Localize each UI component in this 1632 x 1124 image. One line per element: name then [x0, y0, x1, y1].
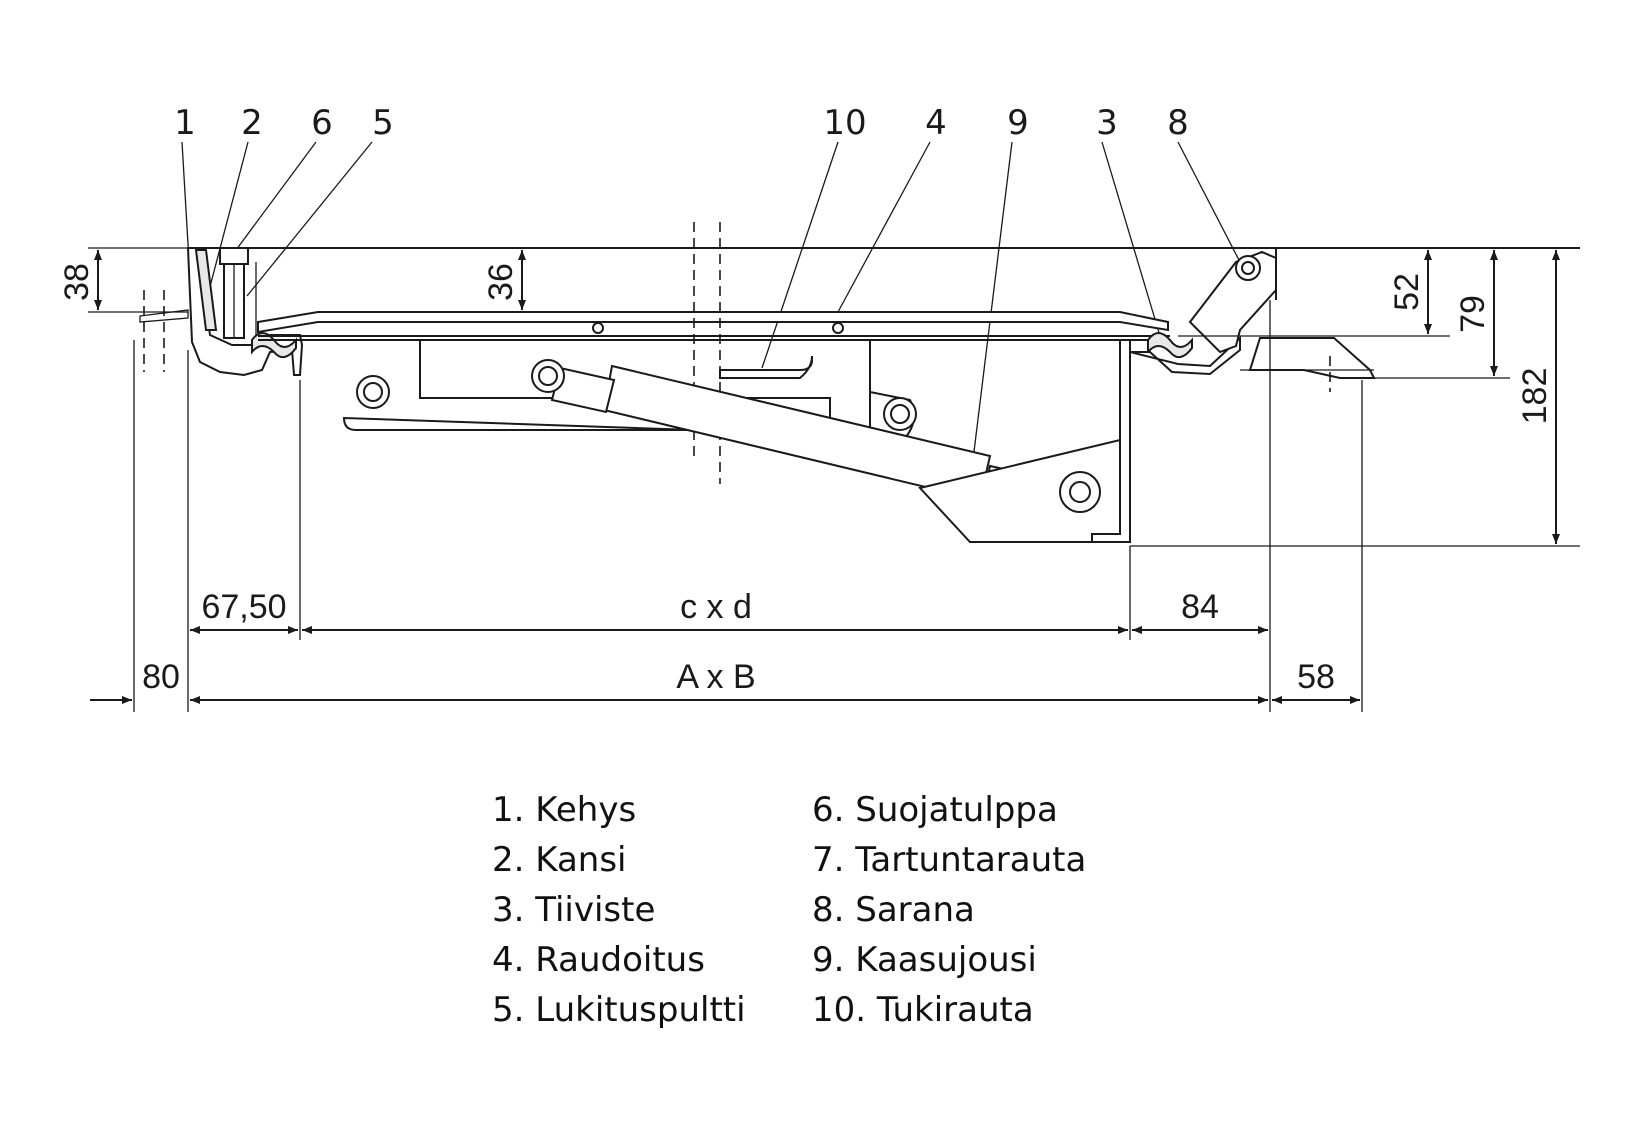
legend-item: 4. Raudoitus [492, 940, 705, 980]
anchor-iron [1248, 337, 1376, 379]
dim-58: 58 [1297, 658, 1335, 696]
callout-4: 4 [925, 103, 947, 143]
legend-right: 6. Suojatulppa 7. Tartuntarauta 8. Saran… [812, 785, 1086, 1035]
callout-5: 5 [372, 103, 394, 143]
legend-item: 1. Kehys [492, 790, 637, 830]
lid-plate [257, 311, 1169, 334]
legend-item: 6. Suojatulppa [812, 790, 1058, 830]
dim-67-50: 67,50 [201, 588, 286, 626]
protective-plug [219, 247, 249, 265]
legend-left: 1. Kehys 2. Kansi 3. Tiiviste 4. Raudoit… [492, 785, 746, 1035]
dimensions: 38 36 52 79 182 67,50 c x d 84 80 A x B … [58, 247, 1580, 712]
callout-2: 2 [241, 103, 263, 143]
callout-9: 9 [1007, 103, 1029, 143]
callout-numbers: 1 2 6 5 10 4 9 3 8 [174, 103, 1189, 143]
dim-182: 182 [1516, 368, 1554, 425]
dim-c-x-d: c x d [680, 588, 752, 626]
dim-52: 52 [1388, 273, 1426, 311]
frame-right-wall [1091, 339, 1131, 543]
legend-item: 3. Tiiviste [492, 890, 656, 930]
leader-lines [181, 141, 1241, 469]
legend-item: 7. Tartuntarauta [812, 840, 1087, 880]
callout-10: 10 [823, 103, 866, 143]
dim-79: 79 [1454, 295, 1492, 333]
legend-item: 8. Sarana [812, 890, 975, 930]
hatch-section [139, 222, 1580, 543]
dim-A-x-B: A x B [676, 658, 755, 696]
dim-80: 80 [142, 658, 180, 696]
dim-38: 38 [58, 263, 96, 301]
legend-item: 5. Lukituspultti [492, 990, 746, 1030]
callout-8: 8 [1167, 103, 1189, 143]
callout-6: 6 [311, 103, 333, 143]
legend-item: 2. Kansi [492, 840, 627, 880]
dim-36: 36 [482, 263, 520, 301]
legend-item: 10. Tukirauta [812, 990, 1034, 1030]
callout-3: 3 [1096, 103, 1118, 143]
callout-1: 1 [174, 103, 196, 143]
legend-item: 9. Kaasujousi [812, 940, 1037, 980]
dim-84: 84 [1181, 588, 1219, 626]
